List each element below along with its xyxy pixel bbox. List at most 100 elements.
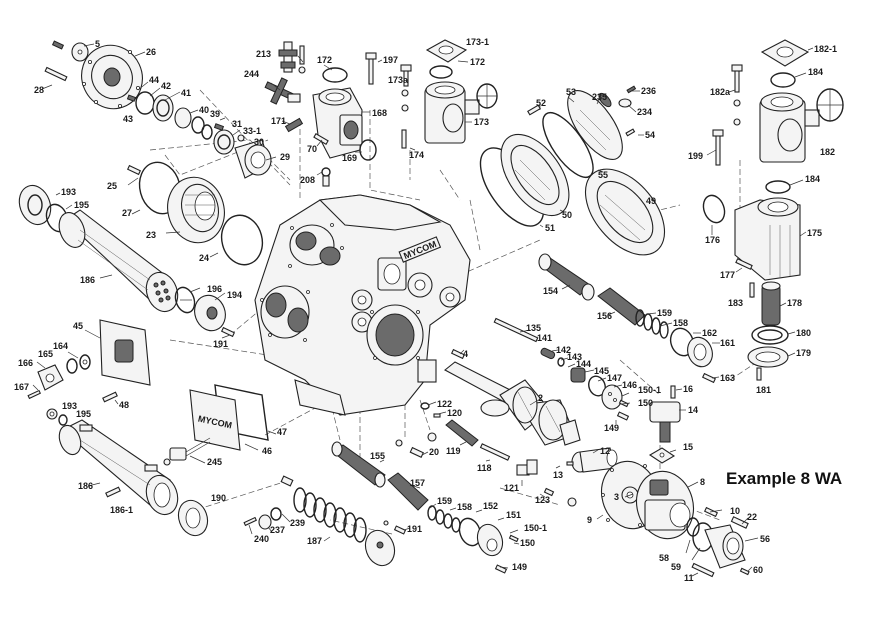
label-28: 28 xyxy=(34,85,44,95)
label-168: 168 xyxy=(372,108,387,118)
bushing-12 xyxy=(571,447,618,473)
bolt-167 xyxy=(27,389,42,400)
label-149-top: 149 xyxy=(604,423,619,433)
bolt-70 xyxy=(313,133,329,145)
label-150-1-bottom: 150-1 xyxy=(524,523,547,533)
label-9: 9 xyxy=(587,515,592,525)
label-196: 196 xyxy=(207,284,222,294)
o-ring-24 xyxy=(220,214,264,266)
bolt-197 xyxy=(365,52,377,85)
label-23: 23 xyxy=(146,230,156,240)
bolt-163 xyxy=(701,372,717,384)
rod-135 xyxy=(493,317,539,343)
label-180: 180 xyxy=(796,328,811,338)
rod-118 xyxy=(479,443,511,461)
label-39: 39 xyxy=(210,109,220,119)
label-184-bottom: 184 xyxy=(805,174,820,184)
filter-154 xyxy=(538,253,595,301)
cover-56 xyxy=(704,524,746,569)
label-47: 47 xyxy=(277,427,287,437)
eyebolt-208 xyxy=(321,167,331,187)
label-143: 143 xyxy=(567,352,582,362)
label-150-1-top: 150-1 xyxy=(638,385,661,395)
label-164: 164 xyxy=(53,341,68,351)
bolt-173a xyxy=(400,64,412,112)
label-3: 3 xyxy=(614,492,619,502)
screw-13 xyxy=(566,461,574,466)
label-53: 53 xyxy=(566,87,576,97)
seal-164-165 xyxy=(66,354,91,374)
label-184-top: 184 xyxy=(808,67,823,77)
label-50: 50 xyxy=(562,210,572,220)
label-245: 245 xyxy=(207,457,222,467)
o-ring-184-bottom xyxy=(765,180,791,194)
label-235: 235 xyxy=(592,92,607,102)
gasket-176 xyxy=(702,194,726,224)
label-186-top: 186 xyxy=(80,275,95,285)
label-181: 181 xyxy=(756,385,771,395)
cover-plate-45 xyxy=(99,319,151,386)
label-59: 59 xyxy=(671,562,681,572)
label-163: 163 xyxy=(720,373,735,383)
label-24: 24 xyxy=(199,253,209,263)
spring-187 xyxy=(280,475,367,543)
cover-194 xyxy=(194,294,226,332)
bolt-48 xyxy=(102,391,118,403)
label-171: 171 xyxy=(271,116,286,126)
label-240: 240 xyxy=(254,534,269,544)
label-182a: 182a xyxy=(710,87,731,97)
label-144: 144 xyxy=(576,359,591,369)
label-159-bottom: 159 xyxy=(437,496,452,506)
label-166: 166 xyxy=(18,358,33,368)
valve-144-145 xyxy=(570,367,586,383)
washer-195-bottom xyxy=(58,414,68,426)
gasket-15 xyxy=(648,447,676,464)
o-ring-172-left xyxy=(322,67,348,83)
label-4: 4 xyxy=(463,349,468,359)
washer-237-239 xyxy=(258,507,282,530)
label-150-bottom: 150 xyxy=(520,538,535,548)
label-152: 152 xyxy=(483,501,498,511)
bolt-174 xyxy=(401,129,407,149)
label-162: 162 xyxy=(702,328,717,338)
label-46: 46 xyxy=(262,446,272,456)
label-173: 173 xyxy=(474,117,489,127)
o-ring-172-right xyxy=(429,65,453,79)
label-194: 194 xyxy=(227,290,242,300)
gasket-169 xyxy=(359,139,377,161)
label-234: 234 xyxy=(637,107,652,117)
label-236: 236 xyxy=(641,86,656,96)
label-150-top: 150 xyxy=(638,398,653,408)
diagram-title: Example 8 WA xyxy=(726,469,842,488)
label-177: 177 xyxy=(720,270,735,280)
label-145: 145 xyxy=(594,366,609,376)
label-123: 123 xyxy=(535,495,550,505)
bolt-52 xyxy=(527,104,541,116)
label-158-top: 158 xyxy=(673,318,688,328)
cover-161 xyxy=(687,336,713,368)
label-167: 167 xyxy=(14,382,29,392)
label-43: 43 xyxy=(123,114,133,124)
bolt-182a xyxy=(731,64,743,126)
washer-5 xyxy=(51,40,89,62)
label-173-1: 173-1 xyxy=(466,37,489,47)
label-195-top: 195 xyxy=(74,200,89,210)
washer-143 xyxy=(557,357,565,367)
label-157: 157 xyxy=(410,478,425,488)
bearing-housing-8 xyxy=(636,470,694,540)
plug-near-122 xyxy=(427,432,437,442)
label-70: 70 xyxy=(307,144,317,154)
label-27: 27 xyxy=(122,208,132,218)
bearing-housing-29-33 xyxy=(213,123,272,179)
label-118: 118 xyxy=(477,463,492,473)
filter-156 xyxy=(597,287,646,326)
label-48: 48 xyxy=(119,400,129,410)
label-41: 41 xyxy=(181,88,191,98)
plug-123-nut xyxy=(567,497,577,507)
plate-234 xyxy=(618,85,637,108)
label-55: 55 xyxy=(598,170,608,180)
bolt-28 xyxy=(44,66,68,82)
oil-cooler-186-bottom xyxy=(58,419,179,516)
gasket-162 xyxy=(669,327,695,357)
label-154: 154 xyxy=(543,286,558,296)
